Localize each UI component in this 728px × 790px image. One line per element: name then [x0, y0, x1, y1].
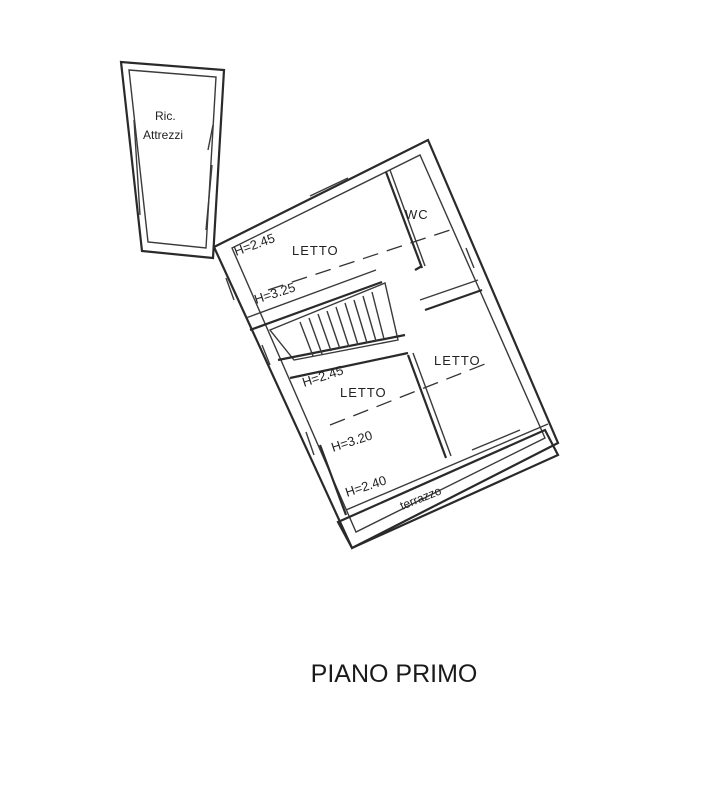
height-label-top-b: H=3.25: [252, 280, 297, 307]
internal-walls: [245, 169, 560, 550]
height-label-mid-b: H=3.20: [329, 428, 374, 455]
plan-caption: PIANO PRIMO: [0, 660, 728, 689]
room-label-shed-line1: Ric.: [155, 109, 176, 123]
room-label-letto-right: LETTO: [434, 353, 481, 368]
ceiling-lines: [267, 229, 491, 426]
room-label-terrace: terrazzo: [398, 483, 444, 512]
room-label-letto-mid: LETTO: [340, 385, 387, 400]
room-label-wc: WC: [405, 207, 429, 222]
house-outline: [212, 138, 560, 550]
stairs: [299, 291, 385, 357]
room-label-letto-top: LETTO: [292, 243, 339, 258]
room-label-shed-line2: Attrezzi: [143, 128, 183, 142]
height-label-mid-a: H=2.45: [300, 363, 345, 390]
windows: [225, 177, 475, 456]
height-label-mid-c: H=2.40: [343, 473, 388, 500]
plan-caption-text: PIANO PRIMO: [310, 660, 478, 688]
shed: [119, 60, 226, 260]
